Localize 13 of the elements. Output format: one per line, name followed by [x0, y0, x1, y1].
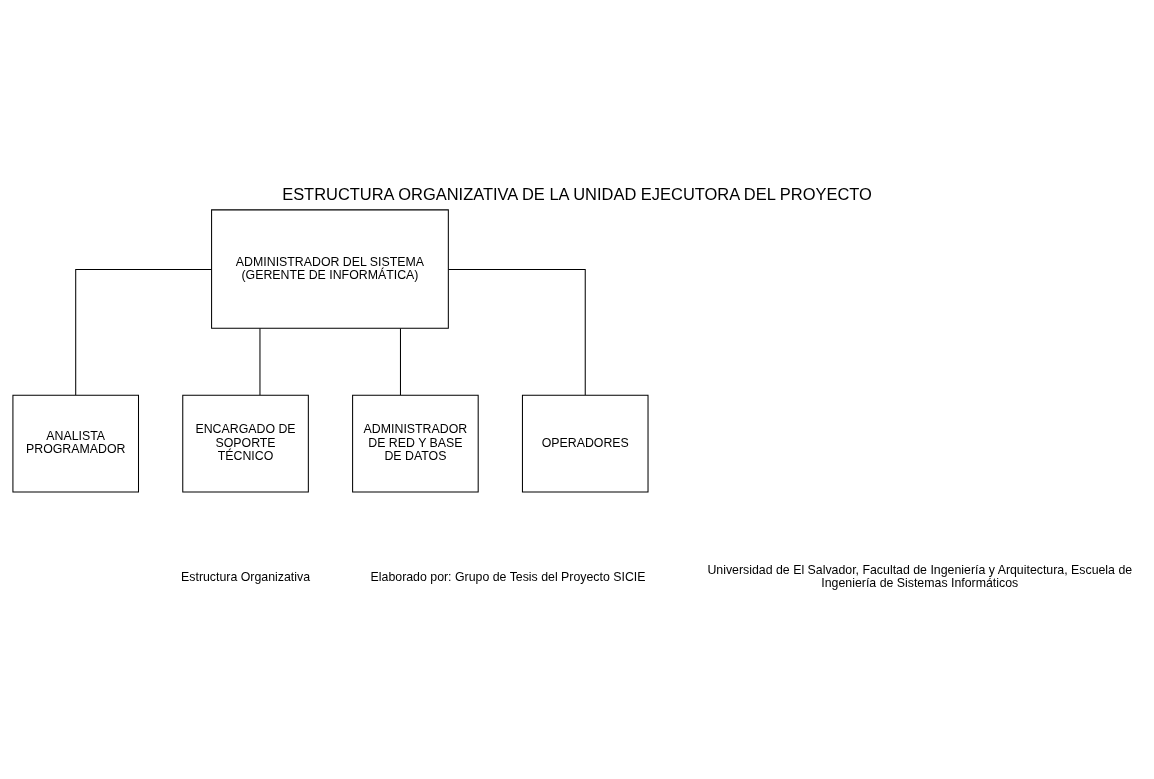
connector	[75, 269, 212, 396]
connector	[448, 269, 586, 396]
node-box: ADMINISTRADOR DEL SISTEMA (GERENTE DE INFORMÁTICA)	[211, 209, 449, 329]
node-box: ADMINISTRADOR DE RED Y BASE DE DATOS	[352, 394, 479, 493]
connector	[399, 328, 401, 396]
label: Elaborado por: Grupo de Tesis del Proyecto SICIE	[370, 569, 646, 584]
node-box: ANALISTA PROGRAMADOR	[12, 394, 139, 493]
node-box: OPERADORES	[521, 394, 649, 493]
node-box: ENCARGADO DE SOPORTE TÉCNICO	[182, 394, 309, 493]
diagram-title: ESTRUCTURA ORGANIZATIVA DE LA UNIDAD EJECUTORA DEL PROYECTO	[282, 185, 872, 204]
connector	[259, 328, 261, 396]
label: Estructura Organizativa	[181, 569, 311, 584]
label: Universidad de El Salvador, Facultad de Ingeniería y Arquitectura, Escuela de Ingeniería de Sistemas Informáticos	[707, 562, 1133, 591]
